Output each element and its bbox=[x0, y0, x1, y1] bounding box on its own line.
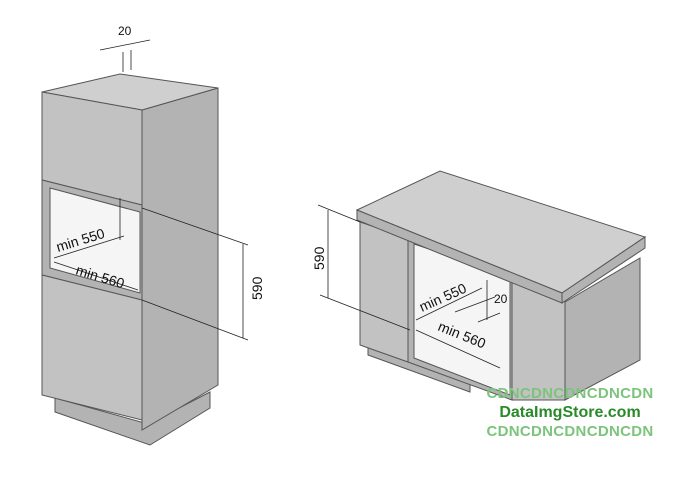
watermark-line1: CDNCDNCDNCDNCDN bbox=[486, 385, 654, 402]
dim-gap-label-right: 20 bbox=[494, 292, 508, 306]
left-unit bbox=[359, 221, 409, 363]
countertop-side bbox=[561, 236, 646, 304]
tall-cabinet bbox=[41, 73, 219, 446]
cabinet-side bbox=[141, 87, 219, 431]
base-cabinet bbox=[355, 170, 647, 401]
watermark: CDNCDNCDNCDNCDN DataImgStore.com CDNCDNC… bbox=[470, 384, 670, 441]
lower-door bbox=[41, 274, 143, 421]
watermark-line2: DataImgStore.com bbox=[499, 404, 641, 421]
dim-top-20: 20 bbox=[118, 24, 132, 38]
dim-height-label: 590 bbox=[249, 276, 265, 300]
niche-back bbox=[49, 187, 141, 294]
watermark-line3: CDNCDNCDNCDNCDN bbox=[486, 423, 654, 440]
dim-height-label-right: 590 bbox=[311, 246, 327, 270]
